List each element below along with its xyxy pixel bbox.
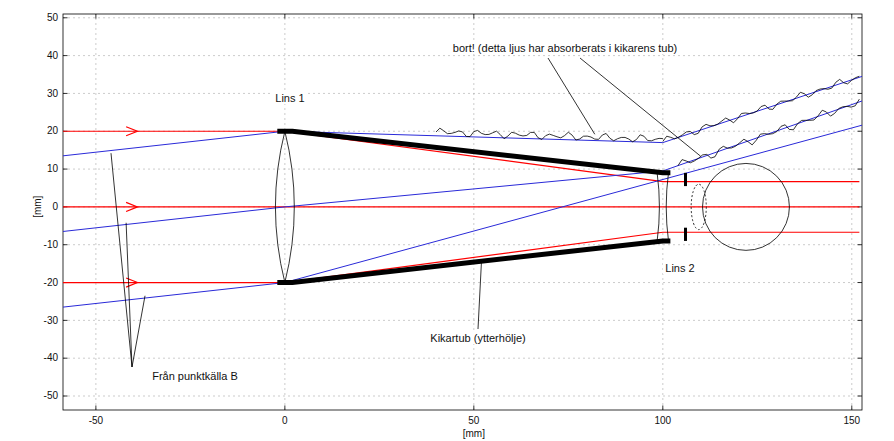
- axis-label: -50: [89, 415, 103, 427]
- axis-tick: [857, 131, 862, 132]
- axis-tick: [95, 14, 96, 19]
- grid-line: [63, 169, 862, 170]
- axis-label: [mm]: [32, 196, 44, 218]
- pupil-edge: [684, 173, 687, 186]
- plot-frame: [63, 14, 862, 410]
- axis-tick: [63, 55, 68, 56]
- axis-label: -30: [44, 315, 58, 327]
- grid-line: [95, 14, 96, 410]
- grid-line: [284, 14, 285, 410]
- axis-tick: [63, 358, 68, 359]
- axis-label: [mm]: [463, 428, 485, 440]
- annotation-label: Lins 1: [273, 92, 306, 105]
- axis-tick: [857, 282, 862, 283]
- axis-tick: [63, 244, 68, 245]
- grid-line: [473, 14, 474, 410]
- axis-tick: [284, 14, 285, 19]
- axis-label: 10: [47, 163, 58, 175]
- axis-label: 150: [843, 415, 860, 427]
- grid-line: [851, 14, 852, 410]
- leader-line: [132, 296, 145, 367]
- axis-tick: [857, 244, 862, 245]
- axis-label: 0: [282, 415, 288, 427]
- axis-tick: [63, 93, 68, 94]
- grid-line: [63, 55, 862, 56]
- leader-line: [111, 153, 132, 367]
- axis-label: 30: [47, 88, 58, 100]
- leader-line: [126, 223, 132, 367]
- leader-line: [478, 263, 481, 329]
- axis-label: 50: [47, 12, 58, 24]
- axis-label: -50: [44, 390, 58, 402]
- annotation-label: Lins 2: [663, 262, 696, 275]
- leader-line: [580, 58, 701, 156]
- axis-label: -10: [44, 239, 58, 251]
- axis-tick: [857, 169, 862, 170]
- ray-arrow: [126, 127, 137, 136]
- axis-tick: [473, 14, 474, 19]
- grid-line: [63, 320, 862, 321]
- pupil-edge: [684, 228, 687, 241]
- red-ray: [63, 131, 859, 181]
- grid-line: [63, 17, 862, 18]
- axis-label: 20: [47, 125, 58, 137]
- telescope-tube: [277, 131, 670, 173]
- grid-line: [63, 244, 862, 245]
- axis-tick: [63, 320, 68, 321]
- grid-line: [662, 14, 663, 410]
- grid-line: [63, 93, 862, 94]
- axis-tick: [662, 14, 663, 19]
- axis-label: 50: [468, 415, 479, 427]
- absorbed-wave: [678, 99, 859, 166]
- axis-label: 40: [47, 50, 58, 62]
- axis-tick: [63, 396, 68, 397]
- axis-tick: [857, 320, 862, 321]
- axis-tick: [95, 405, 96, 410]
- annotation-label: bort! (detta ljus har absorberats i kika…: [451, 42, 679, 55]
- convex-lens: [275, 131, 294, 282]
- axis-tick: [662, 405, 663, 410]
- axis-tick: [857, 396, 862, 397]
- absorbed-wave: [663, 76, 860, 141]
- axis-tick: [851, 405, 852, 410]
- blue-ray: [63, 76, 862, 155]
- axis-tick: [851, 14, 852, 19]
- axis-label: -40: [44, 352, 58, 364]
- eye-lens: [691, 184, 706, 229]
- axis-tick: [857, 55, 862, 56]
- concave-lens: [657, 173, 668, 241]
- grid-line: [63, 358, 862, 359]
- annotation-label: Kikartub (ytterhölje): [428, 332, 527, 345]
- red-ray: [63, 232, 859, 282]
- blue-ray: [63, 125, 862, 307]
- axis-tick: [473, 405, 474, 410]
- telescope-tube: [277, 241, 670, 283]
- grid-line: [63, 206, 862, 207]
- leader-line: [548, 58, 595, 134]
- axis-label: -20: [44, 277, 58, 289]
- axis-label: 100: [654, 415, 671, 427]
- ray-arrow: [126, 278, 137, 287]
- axis-tick: [857, 17, 862, 18]
- ray-arrow: [126, 202, 137, 211]
- absorbed-wave: [436, 128, 663, 142]
- axis-tick: [857, 358, 862, 359]
- red-ray: [63, 206, 859, 207]
- grid-line: [63, 396, 862, 397]
- axis-tick: [284, 405, 285, 410]
- axis-tick: [63, 169, 68, 170]
- axis-label: 0: [52, 201, 58, 213]
- axis-tick: [857, 93, 862, 94]
- annotation-label: Från punktkälla B: [150, 370, 240, 383]
- blue-ray: [63, 101, 862, 231]
- eye: [703, 163, 790, 250]
- axis-tick: [63, 17, 68, 18]
